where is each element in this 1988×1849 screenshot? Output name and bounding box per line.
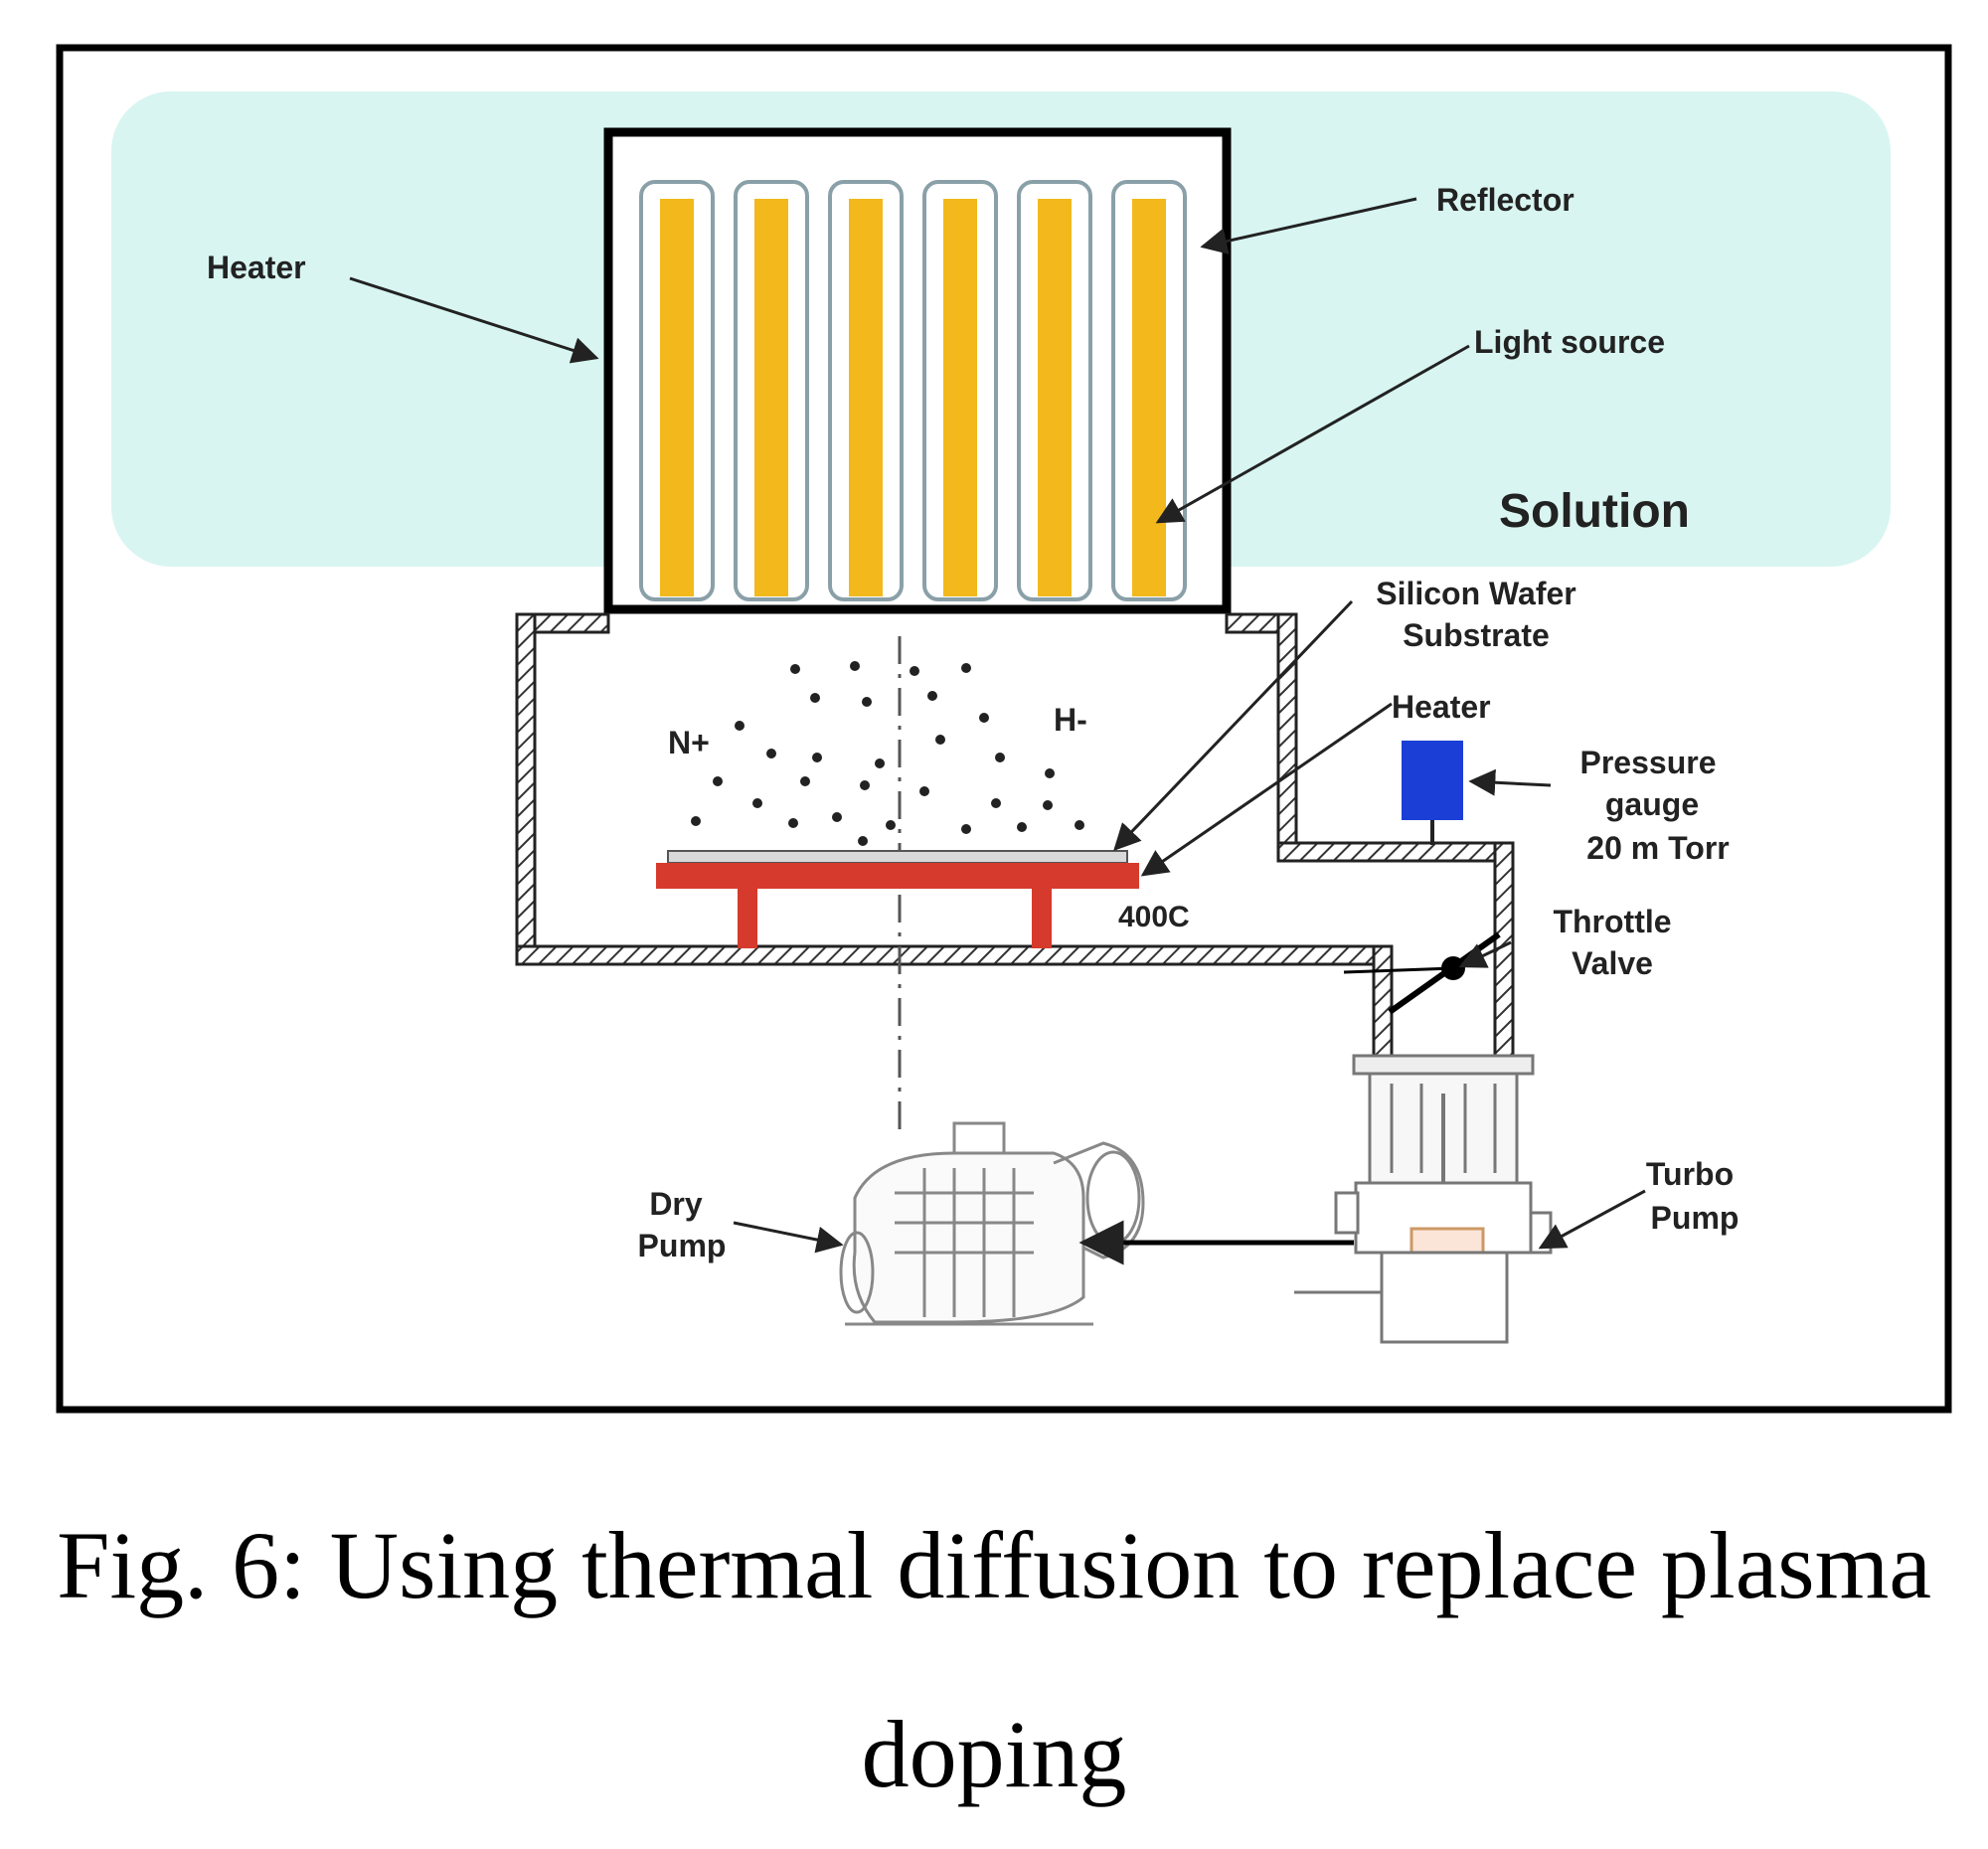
heater-stage [656,863,1139,889]
light-source-array [639,180,1187,601]
pressure-gauge-label: Pressure [1580,745,1717,780]
pressure-gauge [1402,741,1463,820]
dry-pump-label: Pump [638,1228,727,1263]
n-plus-ion-label: N+ [668,725,710,760]
figure-caption: Fig. 6: Using thermal diffusion to repla… [0,1471,1988,1849]
leader-arrows [349,197,1646,1254]
heater-lamp-label: Heater [207,250,306,285]
pressure-gauge-label: gauge [1605,786,1699,822]
turbo-pump [1294,1054,1553,1344]
stage-leg [738,889,757,948]
h-minus-ion-label: H- [1054,702,1087,738]
light-source-label: Light source [1474,324,1665,360]
lamp [734,180,809,601]
silicon-wafer-substrate [667,850,1128,864]
throttle-valve-label: Valve [1572,945,1653,981]
ion-particles [691,661,1084,846]
caption-line: doping [861,1701,1127,1807]
heater-stage-label: Heater [1392,689,1491,725]
lamp [1017,180,1092,601]
lamp [639,180,715,601]
turbo-pump-label: Turbo [1646,1156,1734,1192]
silicon-wafer-label: Silicon Wafer [1376,576,1576,611]
dry-pump [839,1121,1145,1326]
temperature-label: 400C [1118,901,1190,933]
caption-line: Fig. 6: Using thermal diffusion to repla… [57,1512,1931,1618]
silicon-wafer-label: Substrate [1403,617,1550,653]
reflector-label: Reflector [1436,182,1574,218]
solution-label: Solution [1499,485,1690,538]
dry-pump-label: Dry [649,1186,703,1222]
stage-leg [1032,889,1052,948]
pressure-value: 20 m Torr [1586,830,1729,866]
thermal-diffusion-diagram: Heater Reflector Light source Solution S… [56,44,1952,1414]
turbo-pump-label: Pump [1651,1200,1740,1236]
lamp [922,180,998,601]
lamp [828,180,904,601]
throttle-valve-label: Throttle [1553,904,1671,939]
lamp [1111,180,1187,601]
